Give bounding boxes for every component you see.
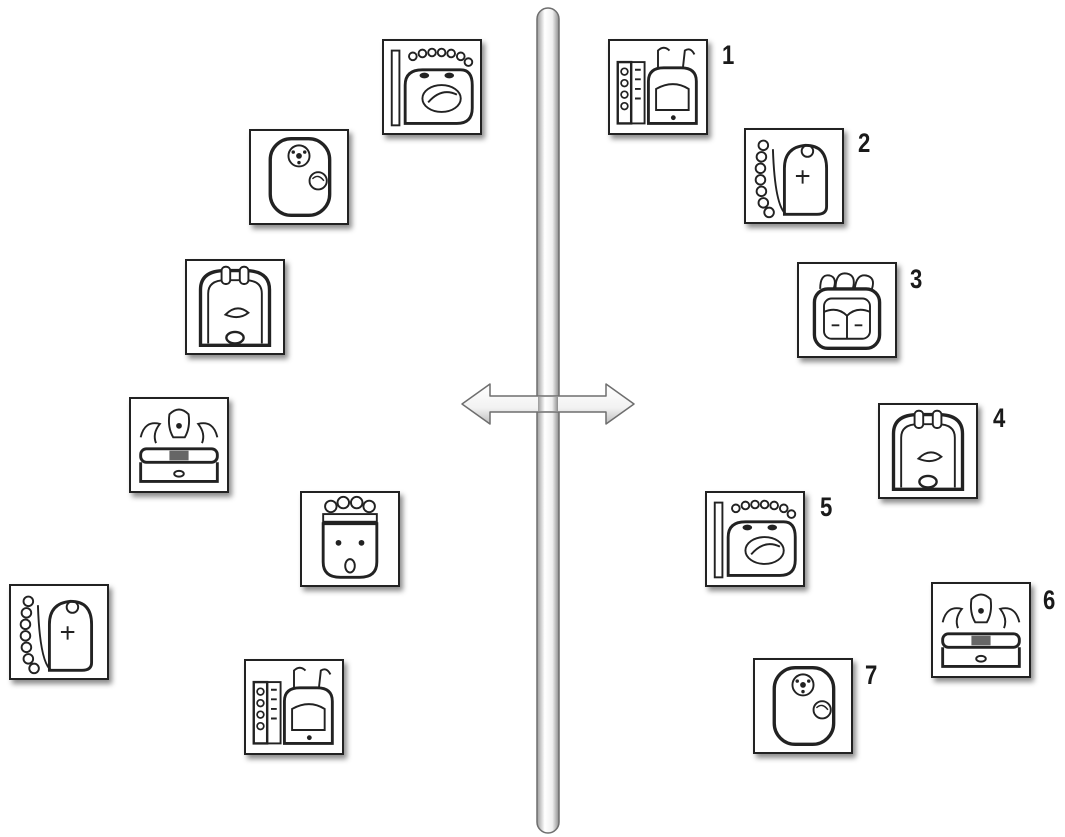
right-tile-2 xyxy=(744,128,844,224)
left-tile-7 xyxy=(244,659,344,755)
glyph-bracket-face-icon xyxy=(707,493,803,585)
left-tile-4 xyxy=(129,397,229,493)
item-number-3: 3 xyxy=(910,266,922,293)
glyph-arch-eye-icon xyxy=(187,261,283,353)
right-tile-5 xyxy=(705,491,805,587)
glyph-beaded-profile-icon xyxy=(11,586,107,678)
right-tile-3 xyxy=(797,262,897,358)
left-tile-1 xyxy=(382,39,482,135)
axis-bar xyxy=(537,8,559,833)
left-tile-6 xyxy=(9,584,109,680)
glyph-round-cartouche-icon xyxy=(251,131,347,223)
glyph-arch-eye-icon xyxy=(880,405,976,497)
glyph-round-cartouche-icon xyxy=(755,660,851,752)
glyph-bird-headdress-icon xyxy=(933,584,1029,676)
glyph-face-crown-icon xyxy=(302,493,398,585)
left-tile-5 xyxy=(300,491,400,587)
item-number-6: 6 xyxy=(1043,587,1055,614)
glyph-column-arch-icon xyxy=(610,41,706,133)
glyph-crown-cartouche-icon xyxy=(799,264,895,356)
glyph-column-arch-icon xyxy=(246,661,342,753)
item-number-5: 5 xyxy=(820,494,832,521)
item-number-1: 1 xyxy=(722,42,734,69)
glyph-bird-headdress-icon xyxy=(131,399,227,491)
glyph-bracket-face-icon xyxy=(384,41,480,133)
glyph-beaded-profile-icon xyxy=(746,130,842,222)
item-number-2: 2 xyxy=(858,130,870,157)
left-tile-2 xyxy=(249,129,349,225)
right-tile-1 xyxy=(608,39,708,135)
item-number-4: 4 xyxy=(993,405,1005,432)
right-tile-6 xyxy=(931,582,1031,678)
item-number-7: 7 xyxy=(865,662,877,689)
left-tile-3 xyxy=(185,259,285,355)
right-tile-7 xyxy=(753,658,853,754)
right-tile-4 xyxy=(878,403,978,499)
